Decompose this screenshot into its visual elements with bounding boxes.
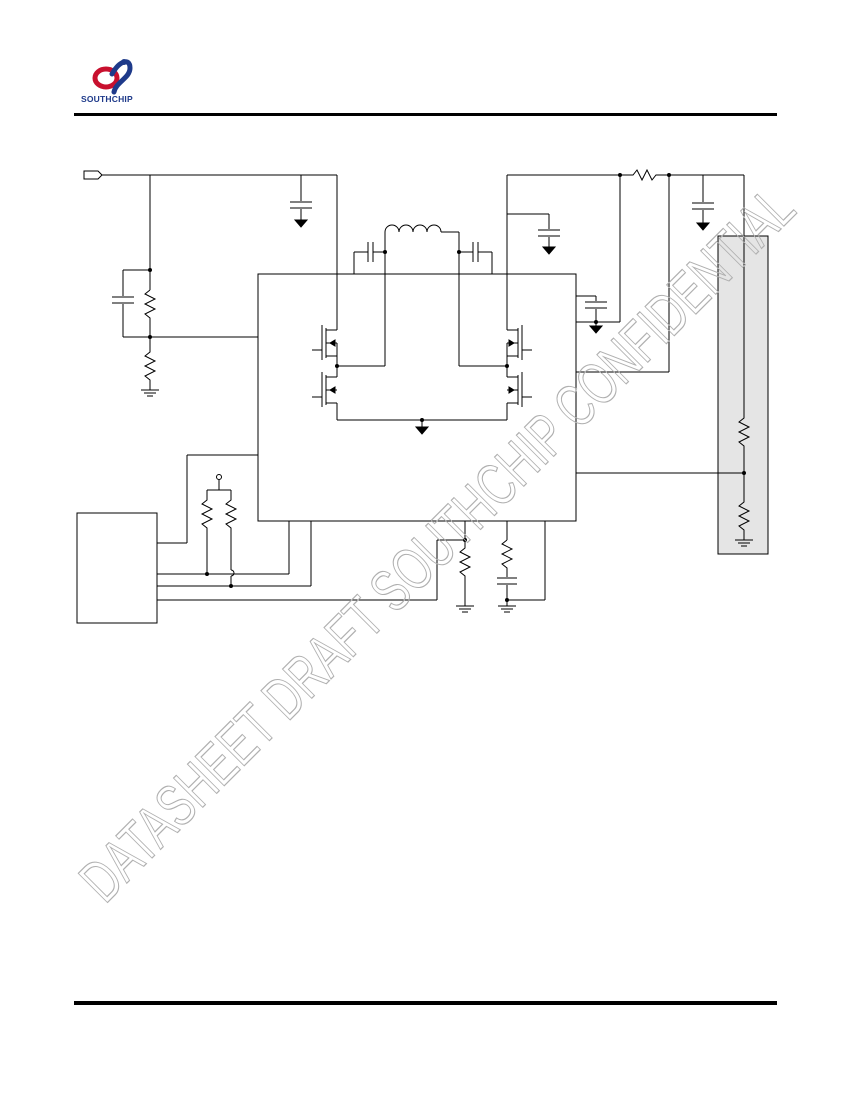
ground-arrow-icon [695, 222, 711, 231]
mosfet-low-left [312, 366, 338, 420]
logo-mark-icon [92, 59, 133, 95]
resistor-iset [458, 540, 472, 606]
ground-arrow-icon [293, 219, 309, 228]
host-controller-block [76, 512, 158, 624]
input-connector [83, 170, 103, 180]
mosfet-high-left [312, 325, 338, 366]
mosfet-high-right [506, 325, 532, 366]
sense-resistor [620, 168, 744, 182]
shaded-divider-block [717, 235, 769, 555]
ground-arrow-icon [541, 246, 557, 255]
footer-rule [74, 1001, 777, 1005]
header-rule [74, 113, 777, 116]
inductor [384, 224, 442, 233]
divider-resistor-top [737, 175, 751, 473]
resistor-bottom-left [143, 337, 157, 390]
resistor-top-left [143, 289, 157, 337]
pullup-resistor-2 [224, 490, 238, 570]
southchip-logo [78, 52, 158, 108]
brand-name: SOUTHCHIP [81, 94, 133, 104]
divider-resistor-bottom [737, 473, 751, 540]
ground-arrow-icon [414, 426, 430, 435]
resistor-comp [500, 539, 514, 577]
ground-arrow-icon [588, 325, 604, 334]
pullup-resistor-1 [200, 490, 214, 574]
